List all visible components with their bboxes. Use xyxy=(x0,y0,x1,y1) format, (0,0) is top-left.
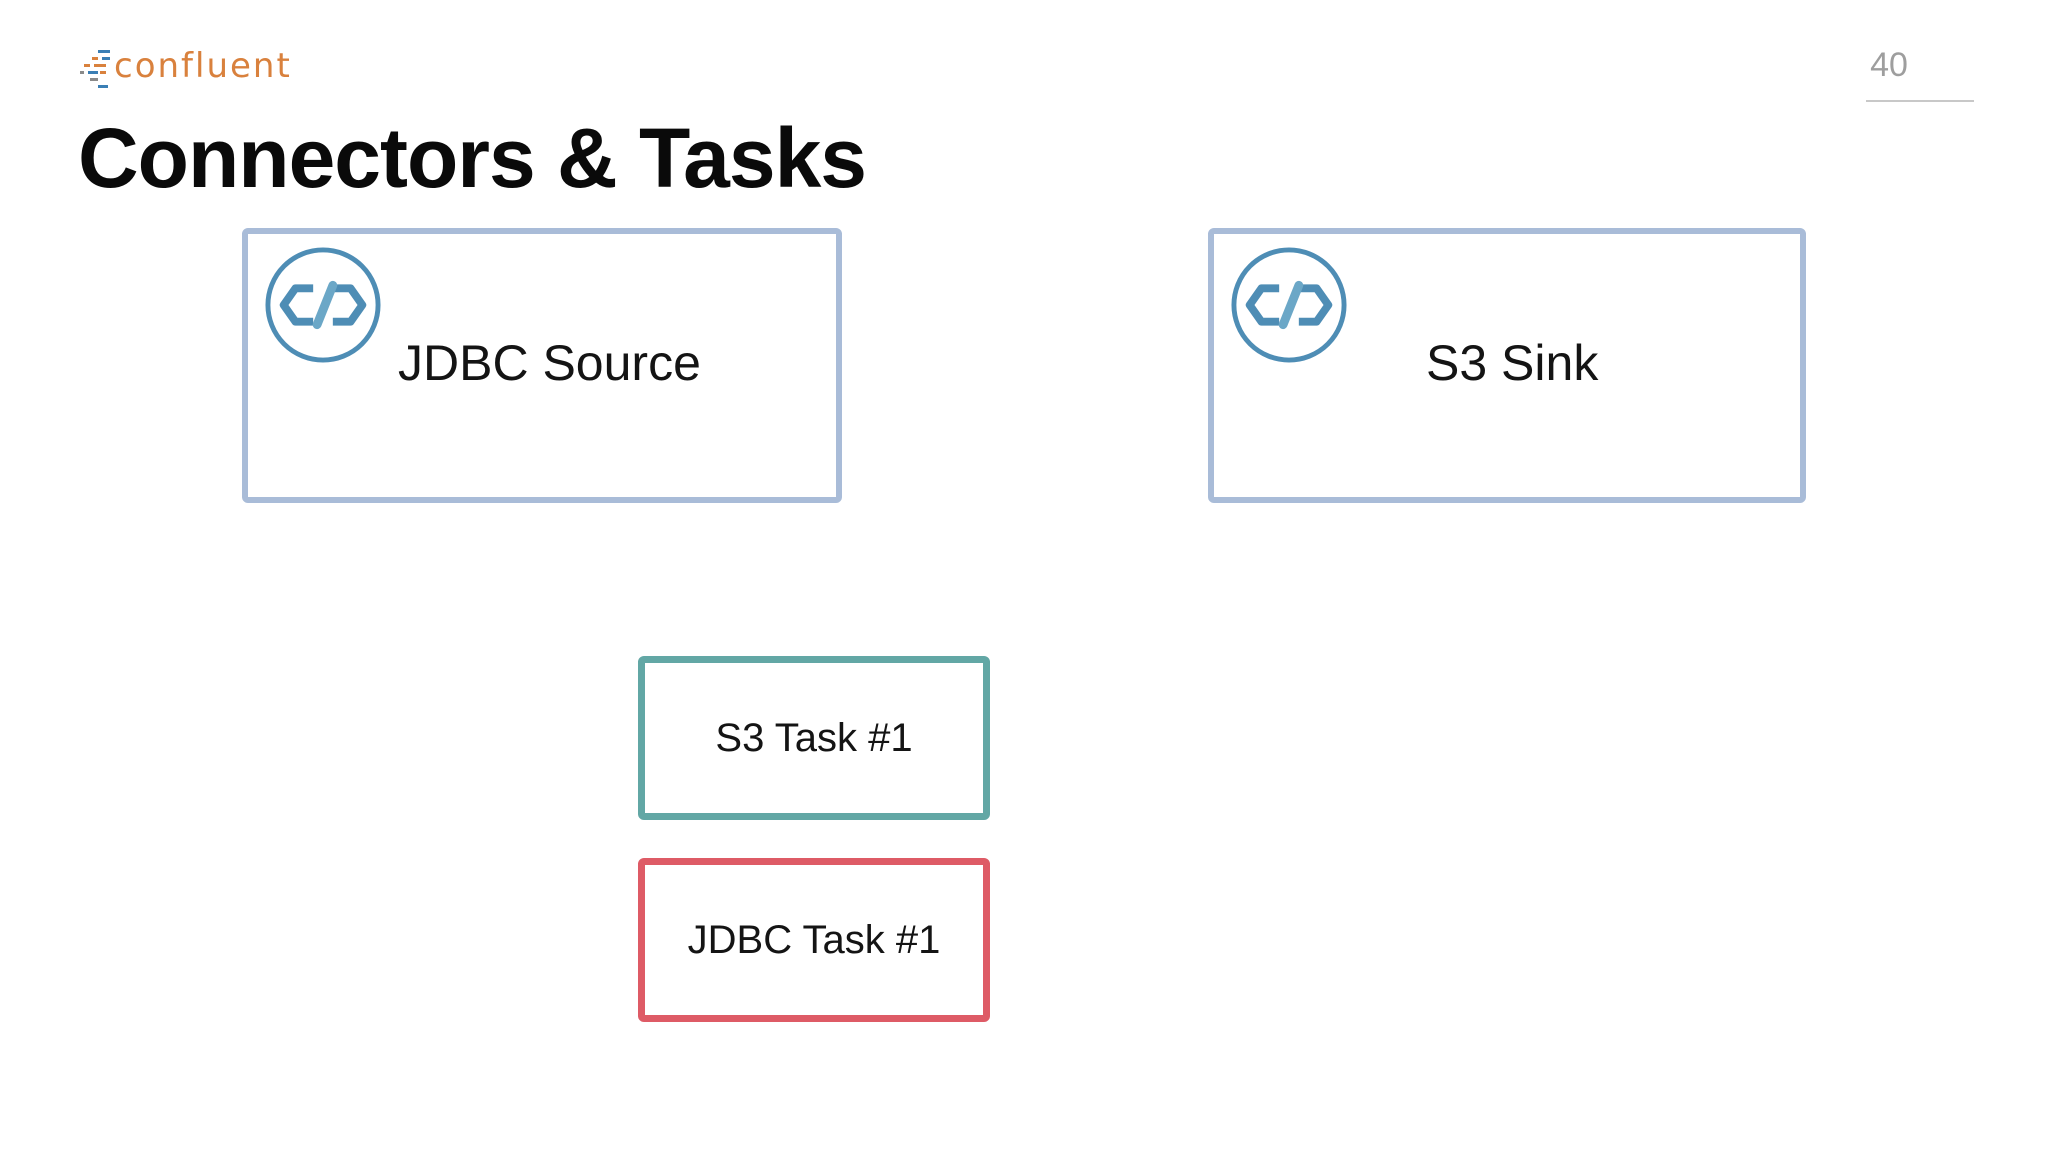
connector-box-s3-sink: S3 Sink xyxy=(1208,228,1806,503)
task-label-jdbc-task-1: JDBC Task #1 xyxy=(687,917,941,962)
connector-link-icon xyxy=(265,247,381,363)
task-label-s3-task-1: S3 Task #1 xyxy=(715,715,913,760)
task-box-jdbc-task-1: JDBC Task #1 xyxy=(638,858,990,1022)
connector-box-jdbc-source: JDBC Source xyxy=(242,228,842,503)
connector-label-jdbc-source: JDBC Source xyxy=(398,335,701,391)
connector-label-s3-sink: S3 Sink xyxy=(1426,335,1599,391)
confluent-logo: confluent xyxy=(80,42,292,90)
page-number: 40 xyxy=(1870,46,1908,84)
confluent-logo-text: confluent xyxy=(114,46,292,86)
confluent-logo-mark-icon xyxy=(80,50,110,88)
page-number-rule xyxy=(1866,100,1974,102)
connector-link-icon xyxy=(1231,247,1347,363)
task-box-s3-task-1: S3 Task #1 xyxy=(638,656,990,820)
slide-title: Connectors & Tasks xyxy=(78,111,867,205)
